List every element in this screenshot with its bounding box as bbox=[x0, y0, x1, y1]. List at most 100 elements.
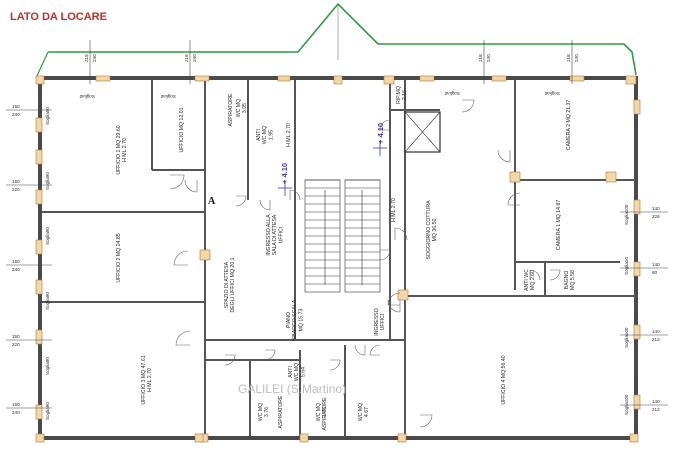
soglia-label: Soglia90 bbox=[45, 172, 50, 190]
elevator-cross-2 bbox=[404, 111, 441, 153]
svg-text:240: 240 bbox=[92, 54, 97, 62]
svg-text:WC MQ: WC MQ bbox=[258, 403, 264, 421]
svg-text:140: 140 bbox=[652, 206, 660, 211]
pillar bbox=[35, 149, 43, 165]
svg-text:150: 150 bbox=[12, 402, 20, 407]
svg-text:MQ 2.60: MQ 2.60 bbox=[530, 270, 536, 290]
level-marker-left: + 4.10 bbox=[278, 163, 292, 196]
pillar bbox=[419, 75, 435, 82]
svg-text:240: 240 bbox=[12, 112, 20, 117]
room-label-aspiratore1: ASPIRATORE bbox=[228, 93, 234, 126]
svg-text:150: 150 bbox=[12, 259, 20, 264]
soglia-label: Soglia90 bbox=[45, 357, 50, 375]
pillar bbox=[95, 75, 111, 82]
dimension-left: 150 240 bbox=[6, 104, 52, 117]
svg-text:MQ 5.58: MQ 5.58 bbox=[570, 270, 576, 290]
svg-text:240: 240 bbox=[12, 410, 20, 415]
svg-text:150: 150 bbox=[12, 334, 20, 339]
svg-text:212: 212 bbox=[652, 337, 660, 342]
svg-text:PIANO: PIANO bbox=[286, 312, 292, 328]
svg-text:UFFICIO 4 MQ 56.40: UFFICIO 4 MQ 56.40 bbox=[501, 355, 507, 404]
pillar bbox=[194, 433, 204, 443]
door-swing bbox=[394, 227, 408, 241]
svg-text:ANTI WC: ANTI WC bbox=[524, 269, 530, 291]
green-boundary-left-return bbox=[35, 51, 49, 79]
svg-text:240: 240 bbox=[486, 54, 491, 62]
svg-text:1.76: 1.76 bbox=[322, 407, 328, 417]
pillar bbox=[509, 171, 521, 183]
plan-title: LATO DA LOCARE bbox=[10, 11, 107, 23]
soglia-label: Soglia90 bbox=[45, 107, 50, 125]
svg-text:UFFICI: UFFICI bbox=[380, 314, 386, 331]
pillar bbox=[633, 324, 641, 340]
svg-text:WC MQ: WC MQ bbox=[262, 126, 268, 144]
svg-text:218: 218 bbox=[184, 54, 189, 62]
svg-text:4.67: 4.67 bbox=[364, 407, 370, 417]
svg-text:226: 226 bbox=[652, 214, 660, 219]
svg-text:H ML 2.70: H ML 2.70 bbox=[147, 368, 153, 392]
soglia-label: Soglia0 bbox=[444, 91, 460, 96]
level-marker-right: + 4.10 bbox=[373, 123, 387, 156]
structural-pillars bbox=[35, 75, 641, 443]
svg-text:212: 212 bbox=[652, 407, 660, 412]
door-swing bbox=[259, 199, 271, 211]
svg-text:UFFICIO 3 MQ 47.61: UFFICIO 3 MQ 47.61 bbox=[141, 355, 147, 404]
room-label-uff4: UFFICIO 4 MQ 56.40 bbox=[501, 355, 507, 404]
dimension-marks: 1502401502201502401502201502401402261406… bbox=[6, 40, 668, 420]
door-swing bbox=[224, 354, 236, 366]
pillar bbox=[35, 239, 43, 255]
svg-text:2.16: 2.16 bbox=[402, 90, 408, 100]
door-swing bbox=[175, 330, 191, 346]
pillar bbox=[35, 329, 43, 345]
pillar bbox=[35, 117, 43, 133]
pillar bbox=[35, 404, 43, 420]
svg-text:ASPIRATORE: ASPIRATORE bbox=[322, 397, 328, 430]
room-label-uff12: UFFICIO MQ 12.01 bbox=[179, 107, 185, 152]
svg-text:220: 220 bbox=[12, 187, 20, 192]
svg-text:BAGNO: BAGNO bbox=[564, 271, 570, 290]
svg-text:ANTI: ANTI bbox=[288, 366, 294, 378]
door-swing bbox=[549, 269, 561, 281]
pillar bbox=[605, 171, 617, 183]
room-label-uff2: UFFICIO 2 MQ 24.85 bbox=[116, 233, 122, 282]
svg-text:WC MQ: WC MQ bbox=[358, 403, 364, 421]
svg-text:150: 150 bbox=[12, 104, 20, 109]
door-swing bbox=[369, 344, 381, 356]
svg-text:3.76: 3.76 bbox=[264, 407, 270, 417]
soglia-label: Soglia100 bbox=[624, 327, 629, 348]
soglia-label: Soglia100 bbox=[624, 394, 629, 415]
soglia-label: Soglia10 bbox=[624, 257, 629, 275]
svg-text:H ML 2.70: H ML 2.70 bbox=[391, 198, 397, 222]
svg-text:150: 150 bbox=[12, 179, 20, 184]
door-swing bbox=[529, 269, 541, 281]
door-swing bbox=[379, 249, 391, 261]
soglia-label: Soglia90 bbox=[45, 227, 50, 245]
svg-text:UFFICI: UFFICI bbox=[278, 227, 284, 244]
pillar bbox=[633, 99, 641, 115]
svg-text:CAMERA 1 MQ 14.87: CAMERA 1 MQ 14.87 bbox=[556, 200, 562, 251]
pillar bbox=[633, 261, 641, 277]
door-swing bbox=[461, 99, 475, 113]
door-swing bbox=[184, 179, 198, 193]
soglia-label: Soglia90 bbox=[45, 292, 50, 310]
svg-text:140: 140 bbox=[652, 262, 660, 267]
svg-text:218: 218 bbox=[478, 54, 483, 62]
svg-text:WC MQ: WC MQ bbox=[316, 403, 322, 421]
marker-a: A bbox=[208, 196, 216, 207]
svg-text:SOGGIORNO COTTURA: SOGGIORNO COTTURA bbox=[426, 200, 432, 260]
door-swing bbox=[379, 119, 391, 131]
svg-text:H ML 2.70: H ML 2.70 bbox=[122, 138, 128, 162]
room-label-aspiratore2: ASPIRATORE bbox=[278, 395, 284, 428]
svg-text:218: 218 bbox=[566, 54, 571, 62]
